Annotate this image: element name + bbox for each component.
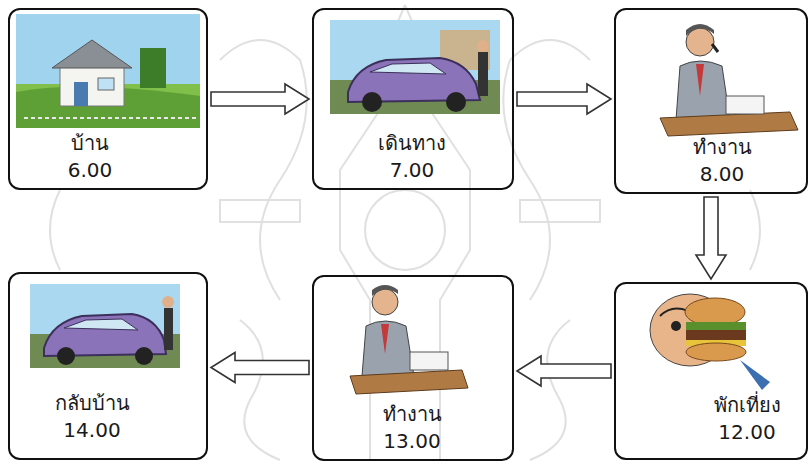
step-box: เดินทาง7.00 <box>312 8 514 190</box>
step-label: เดินทาง <box>378 130 446 157</box>
office-worker-picture <box>676 61 730 120</box>
step-box: ทำงาน13.00 <box>312 275 514 461</box>
car-picture <box>362 92 382 112</box>
office-worker-picture <box>410 352 448 370</box>
step-box: พักเที่ยง12.00 <box>614 282 808 460</box>
step-label: บ้าน <box>68 130 113 157</box>
house-picture <box>52 40 132 68</box>
office-worker-picture <box>726 96 764 114</box>
car-picture <box>330 20 500 80</box>
car-picture <box>446 92 466 112</box>
house-picture <box>60 66 124 106</box>
car-picture <box>164 308 173 350</box>
step-time: 7.00 <box>378 157 446 184</box>
car-picture <box>477 40 489 52</box>
lunch-picture <box>671 321 681 331</box>
office-worker-picture <box>350 285 468 394</box>
car-picture <box>64 319 138 330</box>
lunch-picture <box>686 343 746 361</box>
step-label: ทำงาน <box>383 401 442 428</box>
car-picture <box>162 296 174 308</box>
lunch-picture <box>686 330 746 340</box>
step-time: 13.00 <box>383 428 442 455</box>
office-worker-picture <box>350 370 468 394</box>
watermark-seal <box>50 5 760 460</box>
block-arrow <box>211 84 309 114</box>
car-picture <box>30 284 180 368</box>
watermark-seal <box>240 320 570 460</box>
car-picture <box>478 52 488 96</box>
car-picture <box>135 347 153 365</box>
step-time: 8.00 <box>693 161 752 188</box>
lunch-picture <box>650 294 770 390</box>
watermark-seal <box>520 200 600 222</box>
car-picture <box>57 347 75 365</box>
office-worker-picture <box>381 324 389 354</box>
step-text-group: เดินทาง7.00 <box>378 130 446 184</box>
office-worker-picture <box>686 24 714 36</box>
house-picture <box>24 117 196 119</box>
step-time: 14.00 <box>55 417 130 444</box>
step-text-group: ทำงาน13.00 <box>383 401 442 455</box>
watermark-seal <box>220 200 300 222</box>
block-arrow <box>517 356 611 386</box>
step-time: 12.00 <box>714 419 781 446</box>
office-worker-picture <box>660 24 798 136</box>
step-text-group: กลับบ้าน14.00 <box>55 390 130 444</box>
step-label: พักเที่ยง <box>714 392 781 419</box>
watermark-seal <box>220 40 590 300</box>
step-text-group: ทำงาน8.00 <box>693 134 752 188</box>
office-worker-picture <box>372 289 398 315</box>
house-picture <box>74 82 88 106</box>
watermark-seal <box>50 190 760 270</box>
office-worker-picture <box>696 64 704 96</box>
step-time: 6.00 <box>68 157 113 184</box>
car-picture <box>370 63 446 74</box>
office-worker-picture <box>372 285 398 296</box>
office-worker-picture <box>660 112 798 136</box>
step-label: ทำงาน <box>693 134 752 161</box>
block-arrow <box>517 84 611 114</box>
step-text-group: พักเที่ยง12.00 <box>714 392 781 446</box>
step-box: บ้าน6.00 <box>8 8 208 190</box>
block-arrow <box>696 197 726 279</box>
lunch-picture <box>740 360 770 390</box>
step-box: ทำงาน8.00 <box>614 8 808 194</box>
house-picture <box>98 78 114 90</box>
lunch-picture <box>686 322 746 330</box>
car-picture <box>330 20 500 114</box>
block-arrow <box>211 353 309 383</box>
office-worker-picture <box>362 321 414 376</box>
house-picture <box>16 14 200 128</box>
step-label: กลับบ้าน <box>55 390 130 417</box>
step-box: กลับบ้าน14.00 <box>8 272 208 460</box>
watermark-seal <box>365 190 445 270</box>
step-text-group: บ้าน6.00 <box>68 130 113 184</box>
lunch-picture <box>685 298 745 326</box>
house-picture <box>140 48 166 88</box>
office-worker-picture <box>712 44 718 52</box>
